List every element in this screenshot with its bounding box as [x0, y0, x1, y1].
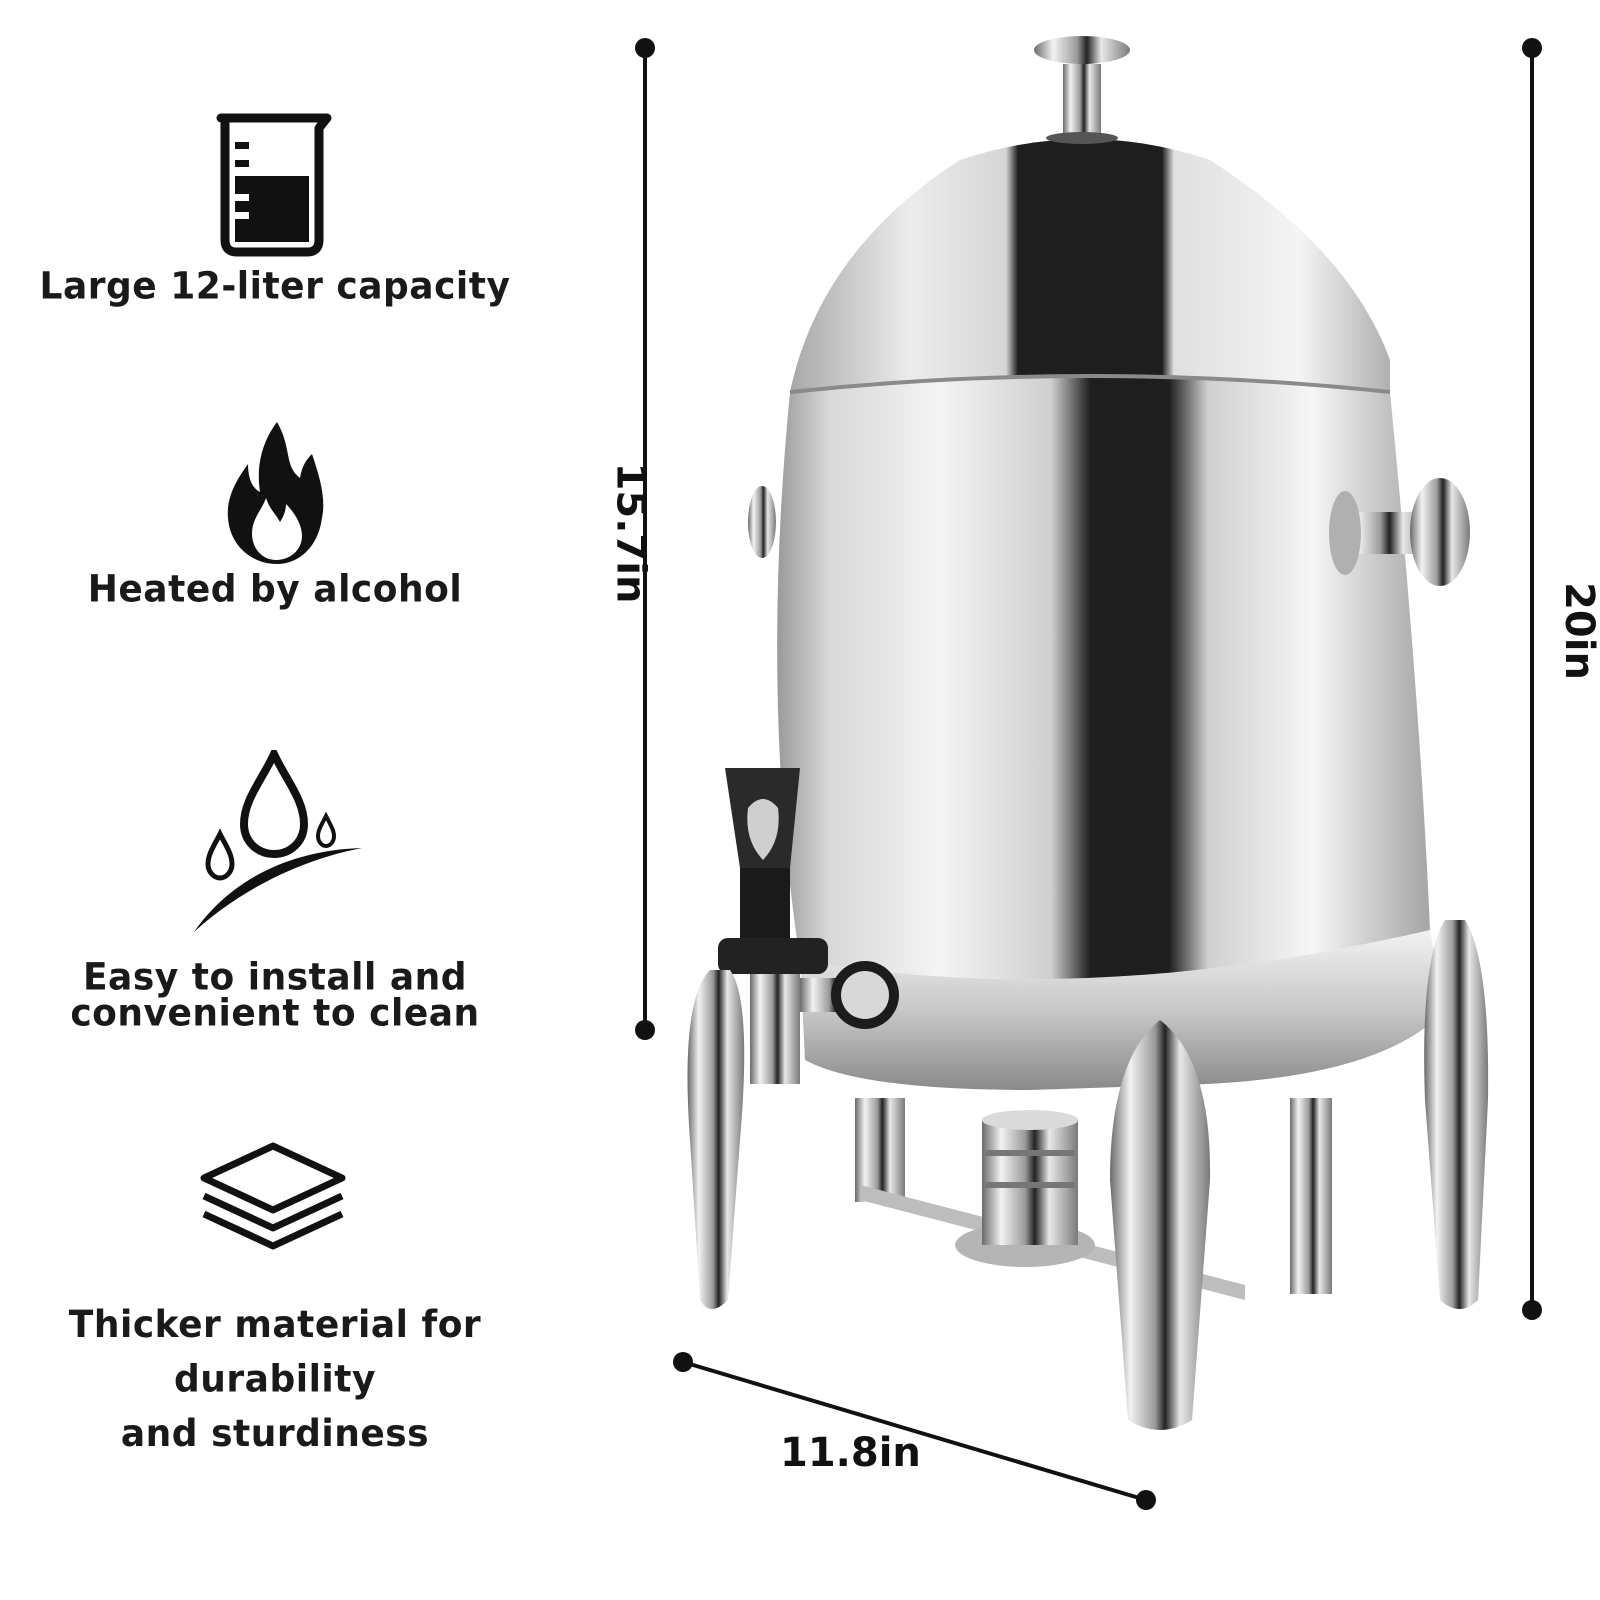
lid-knob [1034, 36, 1130, 144]
leg-front [1110, 1020, 1211, 1430]
feature-install-line1: Easy to install and [82, 956, 468, 1000]
side-handle-left [748, 486, 776, 558]
feature-material-label: Thicker material for durability and stur… [0, 1298, 555, 1462]
dimension-width [673, 1352, 1156, 1510]
leg-right [1424, 920, 1489, 1309]
layers-icon [200, 1142, 346, 1250]
feature-material-line1: Thicker material for durability [68, 1303, 482, 1401]
dispenser-lid [790, 139, 1390, 392]
side-handle-right [1329, 478, 1470, 586]
beaker-icon [216, 113, 332, 257]
feature-install-label: Easy to install and convenient to clean [0, 956, 555, 1035]
dimension-body-height-label: 15.7in [607, 462, 654, 604]
water-drops-icon [194, 750, 362, 932]
dimension-body-height [635, 38, 655, 1040]
stand-frame [855, 1098, 1332, 1300]
dimension-width-label: 11.8in [780, 1430, 921, 1476]
dimension-total-height [1522, 38, 1542, 1320]
leg-left [687, 970, 745, 1309]
feature-capacity-label: Large 12-liter capacity [39, 264, 511, 308]
dispenser-body [777, 376, 1430, 980]
feature-install-line2: convenient to clean [70, 991, 480, 1035]
feature-heating-label: Heated by alcohol [87, 567, 463, 611]
dimension-total-height-label: 20in [1555, 582, 1600, 680]
flame-icon [227, 422, 324, 564]
fuel-burner [955, 1110, 1095, 1267]
feature-material-line2: and sturdiness [120, 1412, 430, 1456]
faucet [718, 768, 899, 1084]
